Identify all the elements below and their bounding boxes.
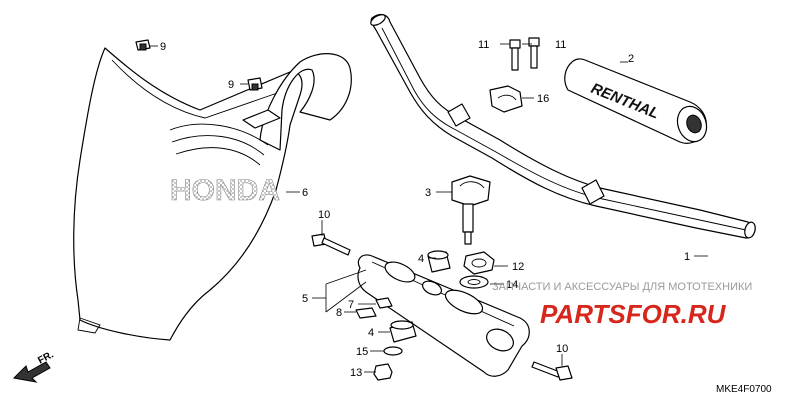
- rubber-bushing-upper: [427, 250, 451, 273]
- rubber-bushing-lower: [389, 320, 417, 343]
- handlebar-holder-lower: [451, 175, 491, 245]
- callout-4-upper: 4: [418, 253, 424, 265]
- nut-13: [373, 363, 393, 381]
- top-bridge: [357, 254, 530, 377]
- washer-14: [459, 275, 489, 289]
- callout-11-left: 11: [478, 39, 489, 51]
- upper-clamp: [489, 85, 523, 113]
- watermark: ЗАПЧАСТИ И АКСЕССУАРЫ ДЛЯ МОТОТЕХНИКИ PA…: [492, 281, 752, 329]
- callout-4-lower: 4: [368, 327, 374, 339]
- diagram-code: MKE4F0700: [716, 384, 772, 395]
- honda-logo-text: HONDA: [170, 174, 280, 207]
- callout-12: 12: [512, 261, 524, 273]
- callout-15: 15: [356, 346, 368, 358]
- callout-13: 13: [350, 367, 362, 379]
- callout-10-upper: 10: [318, 209, 330, 221]
- callout-9-upper: 9: [160, 41, 166, 53]
- bolt-11-left: [509, 39, 521, 71]
- front-arrow: FR.: [12, 349, 56, 383]
- watermark-caption: ЗАПЧАСТИ И АКСЕССУАРЫ ДЛЯ МОТОТЕХНИКИ: [492, 281, 752, 293]
- callout-2: 2: [628, 53, 634, 65]
- callout-8: 8: [336, 307, 342, 319]
- bolt-10-lower: [531, 361, 573, 381]
- bolt-11-right: [528, 37, 540, 69]
- callout-7: 7: [348, 299, 354, 311]
- callout-5: 5: [302, 293, 308, 305]
- nut-12: [463, 251, 495, 275]
- callout-6: 6: [302, 187, 308, 199]
- callout-3: 3: [425, 187, 431, 199]
- handlebar: [370, 13, 756, 239]
- washer-15: [383, 346, 403, 356]
- callout-16: 16: [537, 93, 549, 105]
- bar-pad: RENTHAL: [564, 58, 708, 144]
- bolt-9-lower: [247, 77, 263, 91]
- callouts: 9 9 6 11 11 2 16 3 1 10 4 12 14 5 7 8 4 …: [160, 39, 690, 379]
- bolt-10-upper: [311, 233, 351, 256]
- callout-14: 14: [506, 279, 518, 291]
- collar-7: [375, 297, 393, 309]
- washer-8: [355, 307, 377, 319]
- number-plate-cover: HONDA: [73, 47, 352, 341]
- callout-10-lower: 10: [556, 343, 568, 355]
- callout-9-lower: 9: [228, 79, 234, 91]
- watermark-logo: PARTSFOR.RU: [540, 299, 727, 329]
- leader-lines: [150, 43, 708, 373]
- callout-1: 1: [684, 251, 690, 263]
- bolt-9-upper: [135, 39, 151, 51]
- front-label: FR.: [36, 349, 56, 366]
- callout-11-right: 11: [555, 39, 566, 51]
